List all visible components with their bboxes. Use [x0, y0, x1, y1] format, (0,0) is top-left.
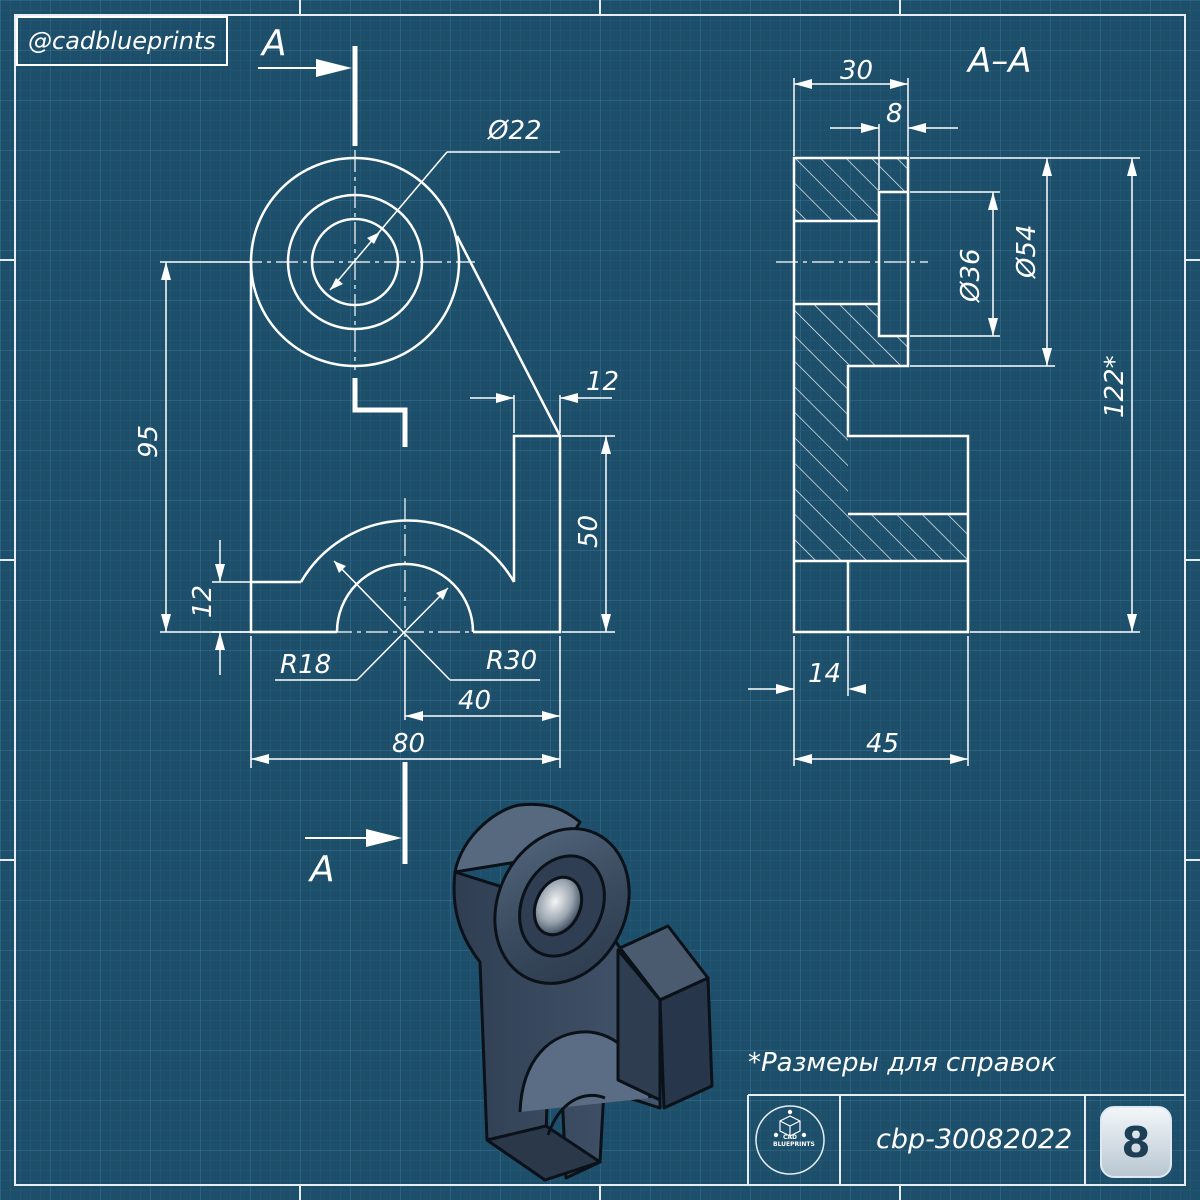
dim-depth-45: 45 — [866, 729, 900, 759]
section-view — [748, 78, 1140, 766]
dim-height-122: 122* — [1100, 355, 1130, 418]
dim-boss-54: Ø54 — [1012, 224, 1042, 278]
dim-r30: R30 — [486, 646, 538, 676]
cube-network-icon — [773, 1109, 807, 1138]
logo-text: CAD BLUEPRINTS — [773, 1134, 815, 1148]
dim-wall-14: 14 — [808, 659, 842, 689]
dim-lug-50: 50 — [574, 514, 604, 548]
dim-boss-8: 8 — [886, 99, 903, 129]
drawing-code: cbp-30082022 — [876, 1124, 1073, 1155]
dim-half-40: 40 — [458, 686, 492, 716]
dim-top-30: 30 — [840, 56, 874, 86]
front-view — [160, 46, 615, 864]
isometric-model — [452, 802, 714, 1182]
dim-rib-12: 12 — [586, 367, 620, 397]
reference-note: *Размеры для справок — [748, 1048, 1057, 1078]
section-mark-top: A — [262, 23, 287, 64]
sheet-number-badge: 8 — [1100, 1106, 1172, 1178]
section-mark-bottom: A — [310, 849, 335, 890]
dim-base-12: 12 — [188, 584, 218, 618]
dim-width-80: 80 — [392, 729, 426, 759]
watermark-handle: @cadblueprints — [28, 27, 216, 55]
dim-hole-diameter: Ø22 — [488, 116, 542, 146]
dim-r18: R18 — [280, 650, 332, 680]
dim-height-95: 95 — [134, 424, 164, 458]
watermark-badge: @cadblueprints — [16, 16, 228, 66]
dim-bore-36: Ø36 — [956, 248, 986, 302]
title-block — [747, 1094, 1185, 1185]
section-title: A–A — [968, 41, 1032, 81]
